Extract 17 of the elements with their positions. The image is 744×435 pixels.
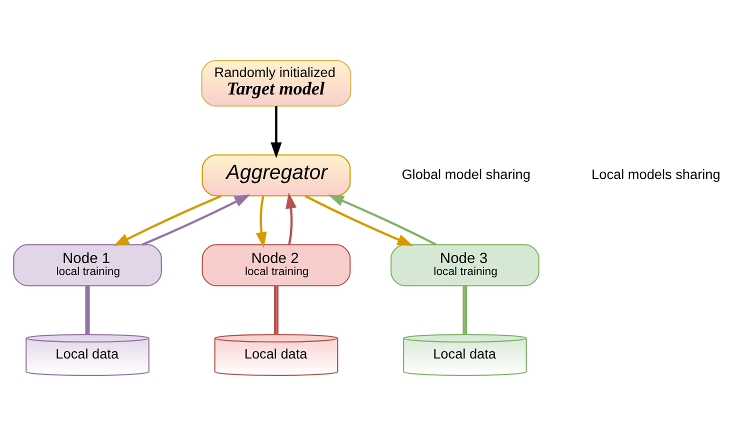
arrow: [328, 194, 437, 246]
connector: [85, 285, 90, 334]
arrow: [286, 192, 297, 244]
arrow: [270, 106, 282, 158]
connector: [462, 285, 468, 334]
arrow: [142, 194, 250, 246]
legend-label: Global model sharing: [402, 166, 530, 182]
node-box: Aggregator: [202, 154, 351, 196]
node-box: Node 1 local training: [13, 244, 162, 286]
node-box: Randomly initialized Target model: [201, 59, 352, 106]
arrow: [113, 194, 222, 246]
connector: [274, 285, 278, 334]
node-box: Node 3 local training: [390, 244, 540, 286]
arrow: [256, 195, 267, 248]
arrow: [304, 194, 414, 246]
node-box: Node 2 local training: [202, 244, 351, 286]
legend-label: Local models sharing: [592, 166, 720, 182]
